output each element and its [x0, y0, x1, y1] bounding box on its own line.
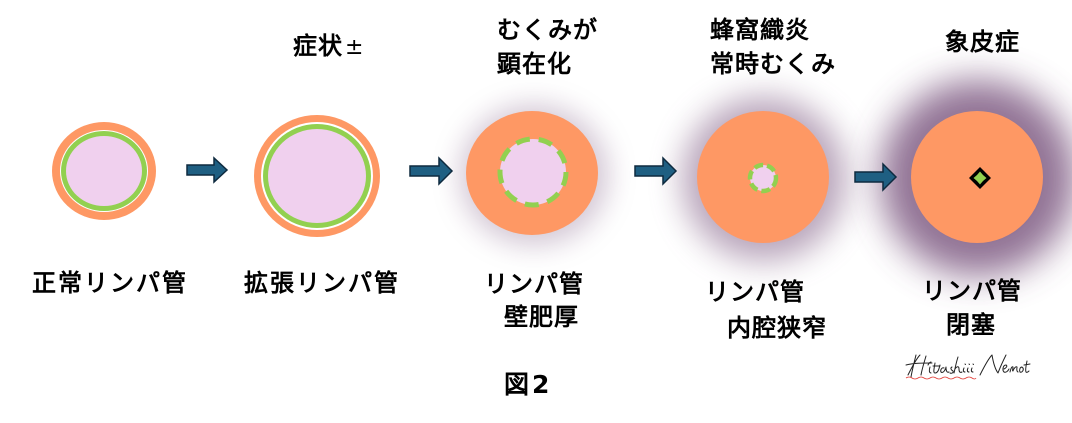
- stage-lumen-narrowing-bottom-label: リンパ管 内腔狭窄: [705, 274, 827, 346]
- label-line: 蜂窩織炎: [710, 16, 810, 44]
- vessel-lumen: [750, 165, 776, 191]
- stage-occlusion-top-label: 象皮症: [945, 27, 1020, 57]
- vessel-lumen: [500, 139, 566, 205]
- label-line: 閉塞: [946, 311, 996, 339]
- right-arrow-icon: [409, 156, 454, 186]
- stage-dilated-vessel: [254, 115, 380, 237]
- right-arrow-icon: [186, 156, 229, 184]
- label-line: 常時むくみ: [710, 50, 836, 78]
- vessel-lumen: [268, 129, 366, 223]
- label-line: 象皮症: [945, 28, 1020, 56]
- vessel-lumen: [66, 136, 142, 206]
- right-arrow-icon: [634, 156, 678, 186]
- stage-wall-thickening-top-label: むくみが 顕在化: [497, 13, 598, 81]
- stage-wall-thickening-bottom-label: リンパ管 壁肥厚: [484, 268, 584, 334]
- label-line: リンパ管: [705, 278, 805, 306]
- label-line: リンパ管: [922, 277, 1022, 305]
- stage-dilated-top-label: 症状±: [293, 31, 364, 63]
- stage-wall-thickening: [460, 105, 608, 245]
- author-signature: [905, 354, 1031, 380]
- label-line: 顕在化: [497, 50, 572, 78]
- stage-normal-vessel: [52, 122, 156, 220]
- label-line: むくみが: [497, 16, 598, 44]
- stage-lumen-narrowing-top-label: 蜂窩織炎 常時むくみ: [710, 13, 836, 81]
- stage-normal-bottom-label: 正常リンパ管: [32, 268, 188, 298]
- progression-arrows: [186, 156, 898, 192]
- symptom-label: 症状: [293, 32, 343, 60]
- stage-dilated-bottom-label: 拡張リンパ管: [244, 268, 400, 298]
- label-line: 拡張リンパ管: [244, 269, 400, 297]
- stage-lumen-narrowing: [682, 97, 846, 261]
- stage-occlusion-bottom-label: リンパ管 閉塞: [922, 274, 1022, 342]
- label-line: 内腔狭窄: [727, 314, 827, 342]
- endothelium-ring-dashed: [747, 162, 779, 194]
- right-arrow-icon: [854, 162, 898, 192]
- plus-minus-symbol: ±: [345, 35, 365, 60]
- stage-occlusion: [880, 80, 1072, 276]
- label-line: 正常リンパ管: [32, 269, 188, 297]
- label-line: リンパ管: [484, 270, 584, 298]
- label-line: 壁肥厚: [504, 303, 579, 331]
- occluded-lumen-core: [973, 171, 987, 185]
- figure-caption: 図2: [504, 370, 553, 399]
- endothelium-ring-dashed: [497, 136, 569, 208]
